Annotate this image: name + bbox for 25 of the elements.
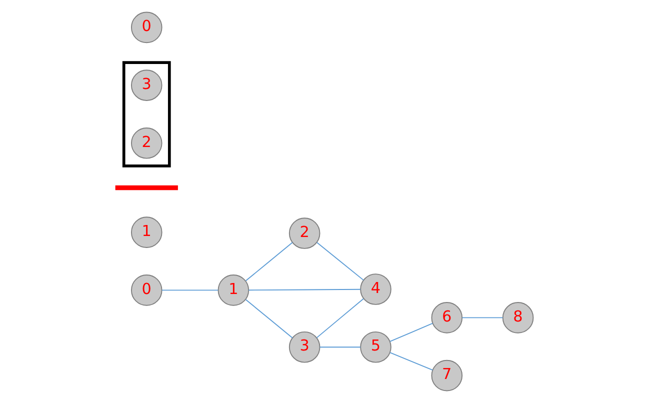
connector	[248, 288, 360, 291]
connector	[318, 346, 360, 348]
node-circle: 0	[130, 274, 162, 306]
connector	[389, 322, 433, 342]
connector	[389, 352, 433, 371]
connector	[461, 317, 503, 318]
node-circle: 7	[430, 360, 462, 392]
node-circle: 3	[288, 331, 320, 363]
node-circle: 3	[130, 70, 162, 101]
node-circle: 1	[130, 216, 162, 248]
connector	[244, 299, 292, 338]
node-circle: 0	[130, 12, 162, 44]
cluster	[122, 61, 170, 168]
node-circle: 8	[502, 302, 534, 334]
node-circle: 4	[360, 274, 391, 305]
node-bar	[114, 185, 178, 190]
connector	[161, 290, 218, 291]
connector	[244, 242, 292, 282]
connector	[316, 242, 364, 281]
connector	[316, 298, 364, 338]
node-circle: 2	[288, 218, 320, 249]
node-circle: 6	[430, 302, 462, 334]
node-circle: 2	[130, 128, 162, 159]
node-circle: 5	[360, 331, 391, 363]
node-circle: 1	[217, 274, 249, 306]
